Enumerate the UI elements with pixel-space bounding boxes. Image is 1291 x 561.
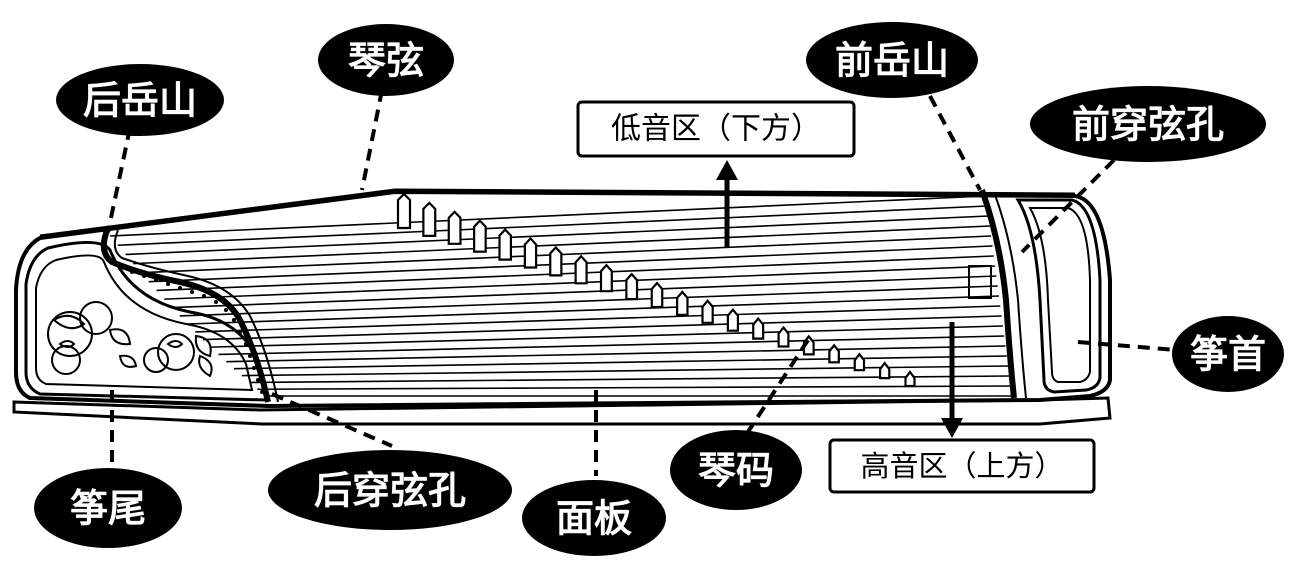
bridge: [523, 236, 538, 269]
bridge: [879, 361, 891, 380]
bridge: [498, 228, 512, 261]
bridge: [574, 254, 588, 285]
bridge: [473, 219, 487, 253]
bridge: [828, 343, 840, 364]
bridge: [447, 210, 462, 245]
label-front-holes: 前穿弦孔: [1030, 86, 1266, 162]
high-register-box: 高音区（上方）: [828, 438, 1096, 494]
head-panel-inner: [1028, 207, 1091, 383]
flower-decoration: [47, 301, 213, 378]
bridge: [904, 370, 916, 388]
leader-lines: [106, 89, 1177, 476]
string-line: [140, 235, 992, 274]
string-line: [210, 325, 1003, 348]
string-line: [226, 345, 1006, 363]
bridge: [701, 299, 714, 324]
string-line: [133, 225, 990, 265]
leader-back-holes: [271, 392, 393, 448]
guzheng-instrument: [12, 188, 1112, 426]
bridge: [599, 263, 613, 293]
label-front-mountain-text: 前岳山: [835, 38, 949, 83]
label-strings-text: 琴弦: [348, 38, 424, 83]
leader-back-mountain: [106, 127, 132, 233]
high-register-text: 高音区（上方）: [860, 449, 1063, 483]
bridge: [422, 201, 437, 237]
label-tail: 筝尾: [34, 468, 182, 548]
label-soundboard: 面板: [522, 480, 666, 556]
low-register-text: 低音区（下方）: [611, 112, 821, 147]
string-line: [233, 355, 1007, 370]
instrument-base: [12, 396, 1112, 426]
string-line: [218, 335, 1005, 356]
string-line: [187, 295, 1000, 325]
label-head: 筝首: [1172, 316, 1284, 392]
instrument-outline: [14, 189, 1112, 409]
string-line: [125, 215, 989, 256]
label-back-holes: 后穿弦孔: [268, 450, 512, 530]
leader-head: [1077, 340, 1177, 352]
strings-group: [109, 195, 1012, 397]
back-mountain-ridge: [100, 226, 271, 403]
high-register-arrow: [941, 322, 963, 438]
bridges-group: [396, 192, 916, 388]
string-line: [117, 205, 988, 247]
label-head-text: 筝首: [1190, 332, 1266, 377]
bridge: [625, 272, 639, 301]
bridge: [777, 325, 790, 348]
back-mountain-ridge-inner: [113, 229, 279, 403]
label-front-holes-text: 前穿弦孔: [1072, 102, 1224, 147]
string-line: [257, 385, 1011, 391]
bridge: [752, 316, 765, 340]
top-rim: [39, 188, 1076, 238]
leader-front-mountain: [928, 95, 982, 191]
label-soundboard-text: 面板: [556, 496, 632, 541]
string-line: [249, 375, 1010, 384]
string-line: [171, 275, 997, 309]
string-line: [109, 195, 987, 237]
bridge: [726, 307, 740, 332]
head-panel: [1015, 198, 1102, 394]
label-strings: 琴弦: [318, 24, 454, 96]
tail-panel-inner: [35, 254, 254, 392]
label-front-mountain: 前岳山: [806, 22, 978, 98]
string-line: [179, 285, 998, 317]
front-mountain-edge: [993, 191, 1027, 399]
label-bridges-text: 琴码: [698, 448, 774, 493]
low-register-arrow: [716, 160, 738, 248]
label-back-mountain-text: 后岳山: [83, 78, 197, 123]
label-back-holes-text: 后穿弦孔: [314, 468, 466, 513]
string-line: [202, 315, 1002, 341]
leader-front-holes: [1020, 158, 1116, 254]
string-line: [195, 305, 1001, 333]
label-back-mountain: 后岳山: [56, 64, 224, 136]
string-line: [148, 245, 993, 283]
bridge: [549, 245, 563, 277]
bridge: [396, 192, 412, 230]
front-mountain: [979, 188, 1017, 399]
bridge: [676, 290, 689, 316]
label-tail-text: 筝尾: [70, 486, 146, 531]
low-register-box: 低音区（下方）: [576, 100, 856, 158]
bridge: [650, 281, 664, 309]
bridge: [853, 352, 866, 372]
string-hole-box: [968, 265, 992, 299]
label-bridges: 琴码: [670, 430, 802, 510]
tail-panel: [24, 240, 268, 402]
leader-strings: [360, 89, 384, 191]
